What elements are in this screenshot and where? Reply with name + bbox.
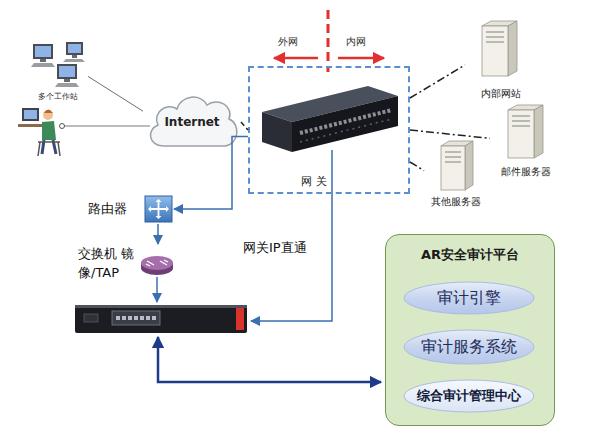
ellipse-shape	[404, 330, 534, 364]
cloud-shape	[151, 97, 237, 146]
monitor-screen	[35, 46, 51, 57]
direct-line	[251, 150, 332, 321]
zone-label: 内网	[346, 36, 366, 48]
appliance-ports	[116, 316, 156, 320]
audit-appliance	[75, 305, 247, 333]
router-icon: 路由器	[88, 194, 174, 224]
keyboard	[31, 63, 55, 67]
keyboard	[63, 59, 85, 62]
data-link-arrow	[158, 337, 381, 382]
network-line	[241, 122, 248, 130]
monitor-screen	[59, 66, 75, 77]
person-body	[42, 121, 56, 140]
server-icon: 邮件服务器	[490, 106, 562, 178]
zone-divider	[327, 10, 330, 72]
drive-bays	[445, 152, 461, 162]
network-line	[88, 76, 143, 111]
network-line	[410, 162, 424, 171]
audit-appliance	[75, 305, 247, 308]
router-symbol	[145, 196, 172, 222]
gateway-zone: 网 关	[248, 66, 410, 194]
appliance-panel	[112, 311, 160, 325]
keyboard	[55, 83, 79, 87]
chair	[38, 142, 60, 156]
node-text: 路由器	[88, 201, 143, 217]
monitor-screen	[24, 110, 37, 119]
ellipse-shape	[404, 380, 534, 412]
server-tower	[534, 105, 543, 158]
module-ellipse: 审计引擎	[403, 281, 535, 315]
server-icon: 内部网站	[465, 22, 537, 100]
link-line	[62, 126, 150, 127]
server-tower	[441, 146, 465, 190]
monitor-frame	[33, 44, 53, 59]
server-tower	[508, 110, 534, 158]
person-head	[43, 110, 53, 120]
workstation-group: 多个工作站	[28, 38, 88, 102]
server-tower	[508, 21, 517, 76]
network-line	[410, 65, 465, 98]
appliance-led	[236, 308, 244, 330]
node-text: 内部网站	[481, 88, 521, 100]
drive-bays	[512, 116, 530, 126]
monitor-screen	[68, 44, 81, 53]
node-text: 网 关	[301, 175, 327, 188]
internet-cloud: Internet	[143, 86, 241, 158]
monitor-stand	[40, 59, 46, 62]
mirror-line	[174, 136, 248, 209]
node-text: Internet	[164, 115, 219, 129]
monitor-stand	[72, 55, 77, 58]
switch-symbol	[141, 256, 173, 270]
line-label: 网关IP直通	[243, 240, 307, 256]
device-ports	[300, 110, 392, 133]
monitor-frame	[57, 64, 77, 79]
zone-label: 外网	[278, 36, 298, 48]
module-ellipse: 综合审计管理中心	[403, 379, 535, 413]
node-text: 审计引擎	[437, 288, 501, 307]
gateway-device	[292, 96, 398, 152]
server-tower	[465, 141, 473, 190]
gateway-device	[262, 112, 292, 152]
appliance-panel	[84, 314, 98, 322]
node-text: 交换机 镜像/TAP	[78, 245, 140, 283]
switch-icon: 交换机 镜像/TAP	[78, 244, 174, 284]
person-hair	[44, 110, 53, 114]
ellipse-shape	[404, 282, 534, 314]
node-text: 邮件服务器	[501, 166, 551, 178]
server-icon: 其他服务器	[424, 140, 488, 208]
monitor-frame	[66, 42, 83, 55]
mirror-line	[156, 277, 158, 302]
router-arrows	[148, 199, 169, 219]
drive-bays	[486, 32, 504, 42]
network-line	[410, 130, 490, 138]
server-tower	[482, 26, 508, 76]
node-text: 综合审计管理中心	[417, 388, 521, 404]
device-ports	[300, 119, 392, 142]
monitor-frame	[22, 108, 39, 121]
module-ellipse: 审计服务系统	[403, 329, 535, 365]
switch-arrows	[146, 260, 168, 266]
direction-arrow	[274, 57, 318, 60]
monitor-stand	[64, 79, 70, 82]
node-text: 其他服务器	[431, 196, 481, 208]
mirror-line	[157, 224, 159, 244]
node-text: 审计服务系统	[421, 337, 517, 356]
platform-box: AR安全审计平台审计引擎审计服务系统综合审计管理中心	[385, 234, 555, 426]
direction-arrow	[338, 57, 384, 60]
router-arrows	[151, 201, 166, 217]
node-text: AR安全审计平台	[421, 247, 519, 263]
link-dot	[60, 124, 65, 129]
node-text: 多个工作站	[38, 92, 78, 102]
